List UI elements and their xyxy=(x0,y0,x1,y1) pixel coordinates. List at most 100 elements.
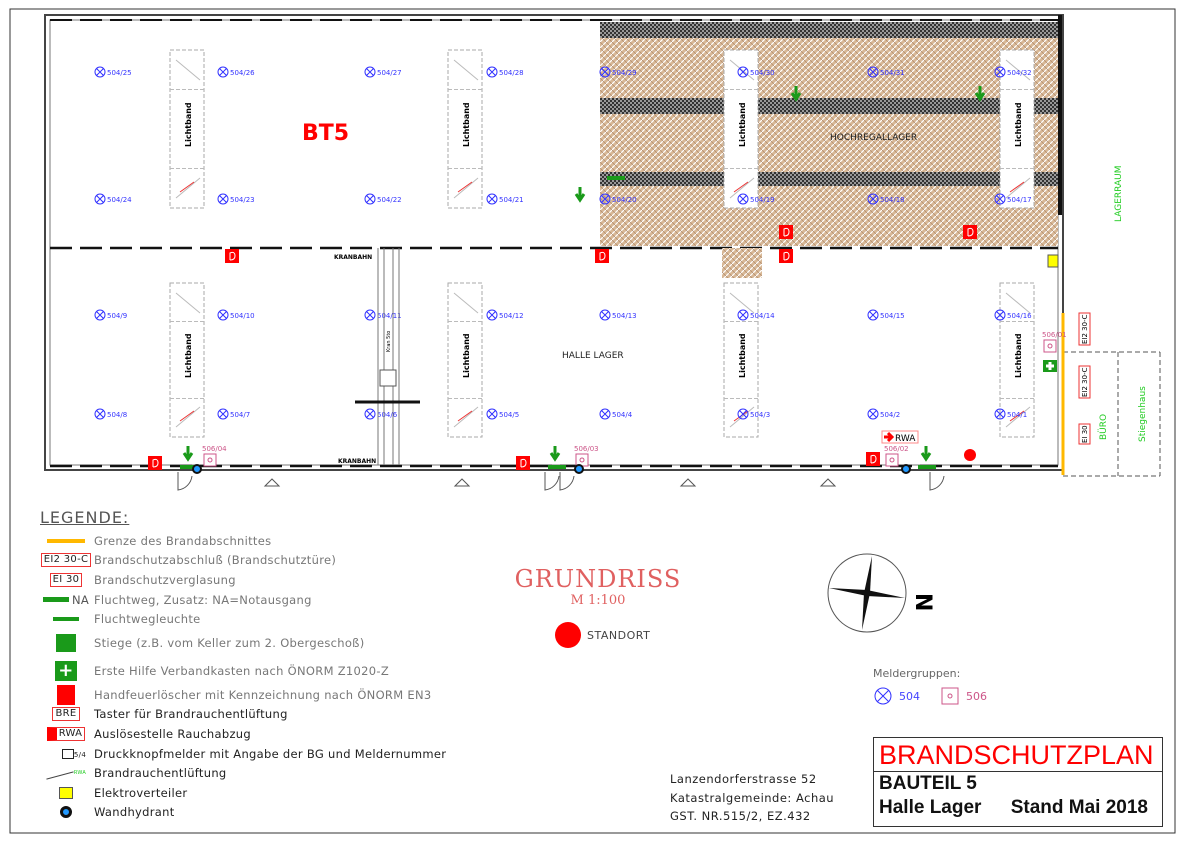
detector-label: 504/21 xyxy=(499,196,524,204)
smoke-detector xyxy=(217,66,229,78)
legend-symbol-icon xyxy=(38,538,94,543)
smoke-detector xyxy=(364,309,376,321)
fire-rating-label xyxy=(1078,365,1091,399)
fire-extinguisher-icon xyxy=(516,456,530,470)
title-name: Halle Lager xyxy=(879,797,982,818)
smoke-detector xyxy=(737,309,749,321)
skylight xyxy=(999,282,1035,438)
smoke-detector xyxy=(217,309,229,321)
title-bauteil: BAUTEIL 5 xyxy=(879,773,977,794)
skylight-label: Lichtband xyxy=(1014,102,1023,147)
smoke-detector xyxy=(994,66,1006,78)
smoke-detector-icon xyxy=(874,687,892,705)
legend-text: Brandschutzabschluß (Brandschutztüre) xyxy=(94,553,337,568)
fire-rating-text: EI2 30-C xyxy=(1081,367,1089,397)
detector-label: 504/22 xyxy=(377,196,402,204)
smoke-detector xyxy=(486,309,498,321)
address-street: Lanzendorferstrasse 52 xyxy=(670,772,817,786)
legend-item: +Erste Hilfe Verbandkasten nach ÖNORM Z1… xyxy=(38,657,498,685)
door xyxy=(929,472,945,491)
fire-rating-text: EI2 30-C xyxy=(1081,314,1089,344)
smoke-detector xyxy=(867,66,879,78)
window-marker xyxy=(453,478,471,487)
detector-label: 504/30 xyxy=(750,69,775,77)
escape-arrow-icon xyxy=(974,86,986,102)
smoke-detector xyxy=(94,408,106,420)
call-point-label: 506/02 xyxy=(884,445,909,453)
smoke-detector xyxy=(486,408,498,420)
skylight-label: Lichtband xyxy=(184,102,193,147)
skylight xyxy=(447,282,483,438)
legend-text: Stiege (z.B. vom Keller zum 2. Obergesch… xyxy=(94,635,365,650)
skylight xyxy=(447,49,483,209)
escape-arrow-icon xyxy=(920,446,932,462)
escape-arrow-icon xyxy=(182,446,194,462)
legend-text: Auslösestelle Rauchabzug xyxy=(94,726,251,741)
skylight-label: Lichtband xyxy=(462,102,471,147)
grundriss-title: GRUNDRISS xyxy=(514,565,682,593)
smoke-detector xyxy=(94,66,106,78)
detector-label: 504/13 xyxy=(612,312,637,320)
detector-label: 504/17 xyxy=(1007,196,1032,204)
detector-label: 504/18 xyxy=(880,196,905,204)
legend-text: Erste Hilfe Verbandkasten nach ÖNORM Z10… xyxy=(94,663,390,678)
manual-call-point xyxy=(1043,339,1057,353)
first-aid-icon xyxy=(1043,360,1057,372)
legend-text: Brandschutzverglasung xyxy=(94,572,236,587)
smoke-detector xyxy=(94,193,106,205)
page-frame xyxy=(9,8,1176,834)
crane-rails xyxy=(377,248,400,465)
legend-symbol-icon: EI2 30-C xyxy=(38,553,94,568)
door xyxy=(544,472,560,491)
detector-label: 504/16 xyxy=(1007,312,1032,320)
detector-label: 504/31 xyxy=(880,69,905,77)
skylight-label: Lichtband xyxy=(738,102,747,147)
detector-label: 504/11 xyxy=(377,312,402,320)
detector-label: 504/10 xyxy=(230,312,255,320)
window-marker xyxy=(679,478,697,487)
standort-dot-icon xyxy=(555,622,581,648)
lagerraum-label: LAGERRAUM xyxy=(1114,165,1124,222)
fire-extinguisher-icon xyxy=(225,249,239,263)
fire-rating-text: EI 30 xyxy=(1081,425,1089,443)
smoke-detector xyxy=(867,193,879,205)
group-506: 506 xyxy=(966,689,987,703)
legend-symbol-icon xyxy=(38,806,94,819)
skylight-label: Lichtband xyxy=(738,333,747,378)
escape-light xyxy=(607,176,625,180)
escape-light xyxy=(180,465,198,469)
call-point-label: 506/03 xyxy=(574,445,599,453)
crane-label: KRANBAHN xyxy=(338,458,376,465)
door xyxy=(177,472,193,491)
smoke-detector xyxy=(599,408,611,420)
detector-label: 504/6 xyxy=(377,411,398,419)
legend-item: Wandhydrant xyxy=(38,803,498,823)
crane-trolley xyxy=(379,369,397,387)
skylight xyxy=(169,49,205,209)
legend-symbol-icon xyxy=(38,786,94,799)
wall-hydrant-icon xyxy=(574,464,584,474)
fire-extinguisher-icon xyxy=(595,249,609,263)
smoke-detector xyxy=(737,408,749,420)
title-brandschutzplan: BRANDSCHUTZPLAN xyxy=(874,738,1162,772)
detector-label: 504/23 xyxy=(230,196,255,204)
manual-call-point xyxy=(885,453,899,467)
legend-symbol-icon: EI 30 xyxy=(38,572,94,587)
escape-light xyxy=(918,465,936,469)
rwa-trigger xyxy=(881,430,919,444)
escape-arrow-icon xyxy=(574,187,586,203)
call-point-icon xyxy=(941,687,959,705)
manual-call-point xyxy=(203,453,217,467)
detector-label: 504/1 xyxy=(1007,411,1027,419)
detector-label: 504/14 xyxy=(750,312,775,320)
legend-symbol-icon: RWA xyxy=(38,770,94,780)
standort-marker: STANDORT xyxy=(555,622,650,648)
detector-label: 504/29 xyxy=(612,69,637,77)
detector-label: 504/3 xyxy=(750,411,770,419)
smoke-detector xyxy=(364,408,376,420)
detector-label: 504/2 xyxy=(880,411,900,419)
